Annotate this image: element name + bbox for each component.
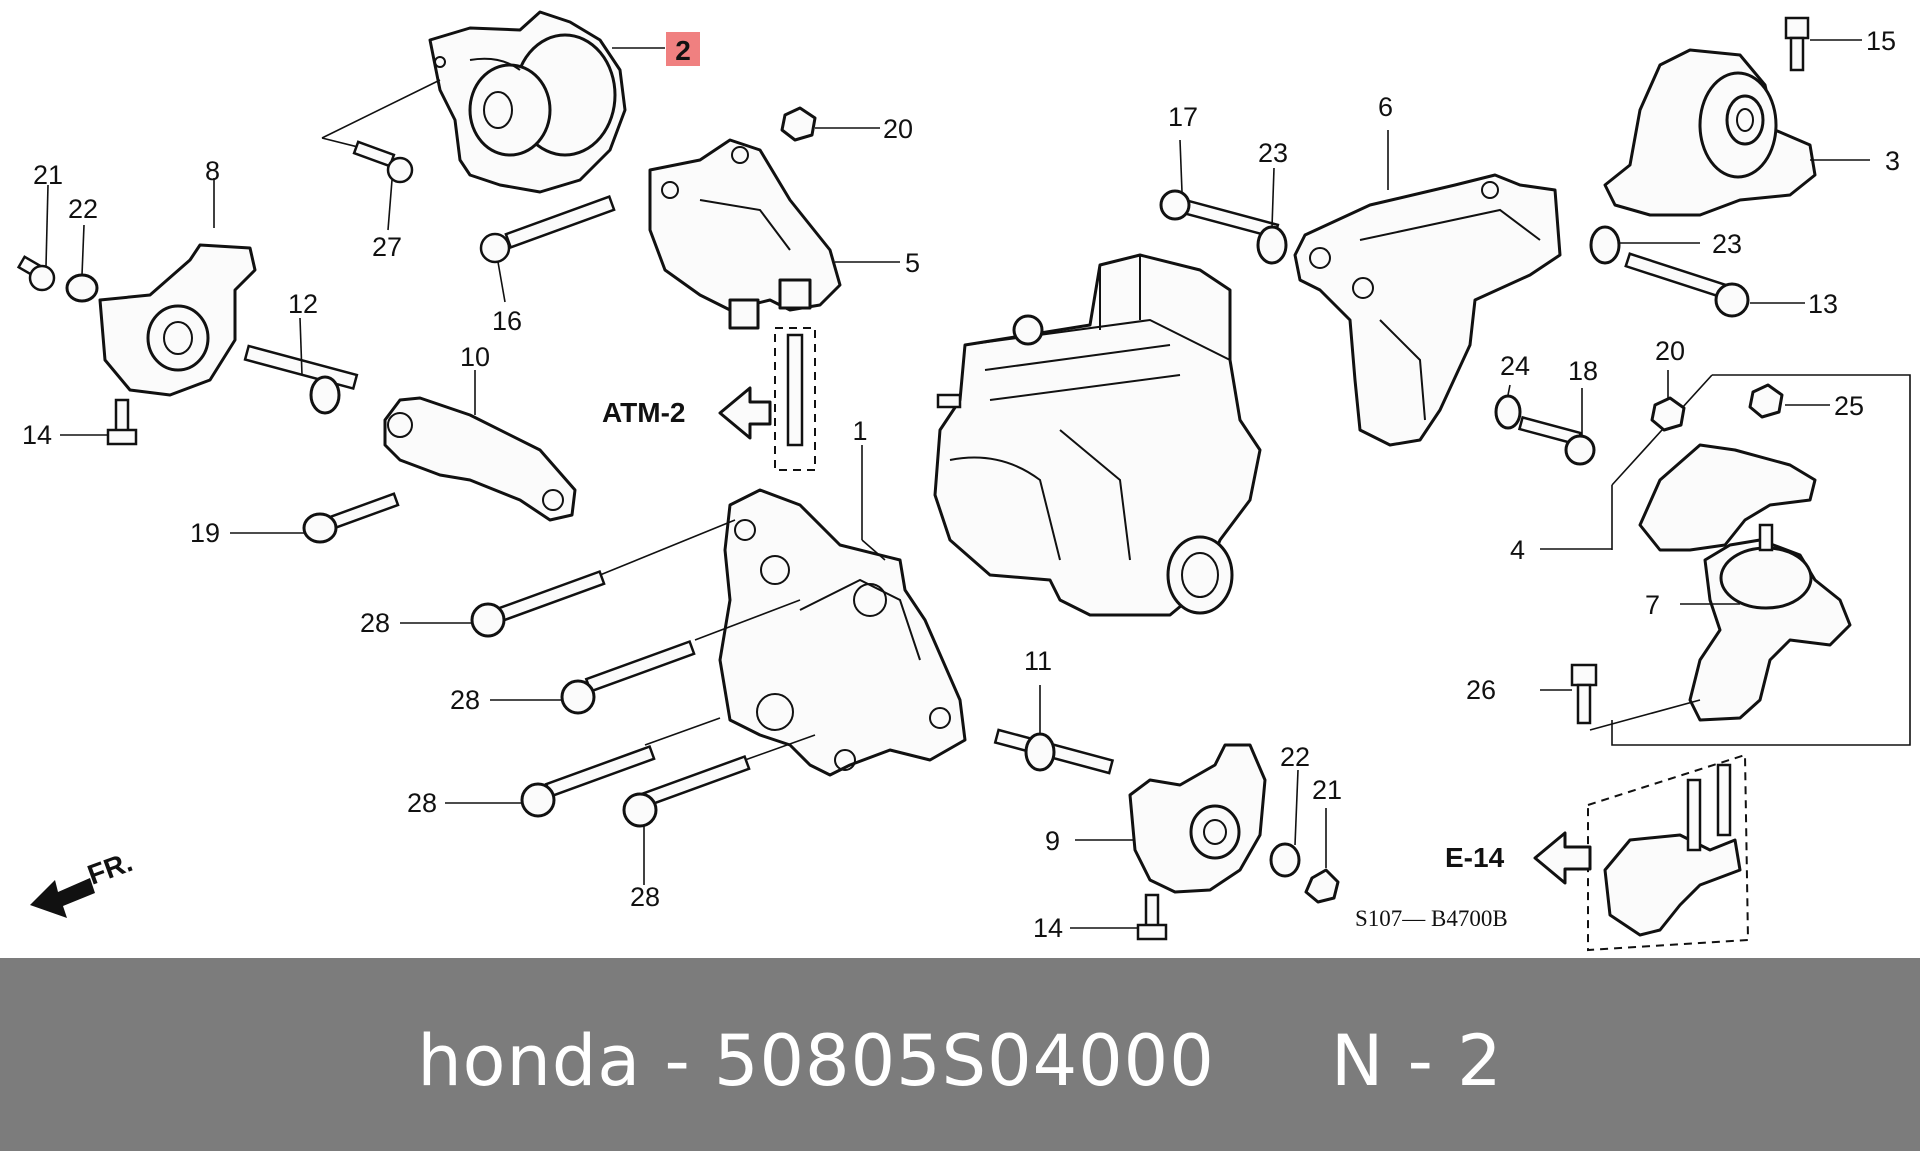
callout-25: 25	[1834, 391, 1864, 421]
callout-28-b: 28	[450, 685, 480, 715]
diagram-code: S107— B4700B	[1355, 906, 1508, 931]
callout-28-a: 28	[360, 608, 390, 638]
bolt-15-drawing	[1784, 16, 1810, 72]
footer-bar	[0, 958, 1920, 1151]
bolt-16-drawing	[479, 195, 616, 264]
part-21-bolt-drawing	[16, 255, 56, 292]
callout-10: 10	[460, 342, 490, 372]
callout-9: 9	[1045, 826, 1060, 856]
atm-stud-box	[774, 327, 816, 471]
callout-23-left: 23	[1258, 138, 1288, 168]
callout-15: 15	[1866, 26, 1896, 56]
callout-11: 11	[1024, 646, 1052, 676]
callout-21-left: 21	[33, 160, 63, 190]
bolt-27-drawing	[352, 140, 414, 184]
bolt-28-d-drawing	[622, 754, 751, 828]
callout-13: 13	[1808, 289, 1838, 319]
callout-12: 12	[288, 289, 318, 319]
bolt-28-b-drawing	[560, 639, 696, 715]
bolt-14-bottom-drawing	[1136, 893, 1168, 941]
part-1-drawing	[718, 488, 967, 777]
callout-19: 19	[190, 518, 220, 548]
washer-23-left-drawing	[1256, 225, 1288, 265]
bolt-18-drawing	[1517, 415, 1596, 466]
part-2-highlight	[666, 32, 700, 66]
nut-20-right-drawing	[1650, 396, 1686, 432]
part-4-outline	[1611, 374, 1911, 746]
part-5-drawing	[648, 106, 842, 330]
part-number-caption: honda - 50805S04000 N - 2	[417, 1020, 1503, 1102]
callout-14-bottom: 14	[1033, 913, 1063, 943]
bolt-11-drawing	[993, 728, 1115, 775]
callout-22-left: 22	[68, 194, 98, 224]
callout-18: 18	[1568, 356, 1598, 386]
callout-8: 8	[205, 156, 220, 186]
front-direction-arrow-icon	[30, 878, 95, 918]
callout-24: 24	[1500, 351, 1530, 381]
washer-23-right-drawing	[1589, 225, 1621, 265]
callout-20-top: 20	[883, 114, 913, 144]
e14-arrow-icon	[1533, 831, 1592, 885]
exploded-view-drawing: 1 2 3 4 5 6 7 8 9 10 11 12 13 14 14 15 1…	[16, 10, 1911, 952]
callout-28-d: 28	[630, 882, 660, 912]
bolt-26-drawing	[1570, 663, 1598, 725]
part-2-drawing	[428, 10, 627, 194]
engine-drawing	[933, 253, 1262, 617]
callout-21-right: 21	[1312, 775, 1342, 805]
nut-25-drawing	[1748, 383, 1784, 419]
stud-drawing	[786, 333, 804, 447]
part-10-drawing	[383, 396, 577, 522]
washer-22-right-drawing	[1269, 842, 1301, 878]
callout-4: 4	[1510, 535, 1525, 565]
callout-27: 27	[372, 232, 402, 262]
part-3-drawing	[1603, 48, 1817, 217]
atm-arrow-icon	[718, 386, 772, 440]
nut-21-right-drawing	[1304, 868, 1340, 904]
callout-7: 7	[1645, 590, 1660, 620]
callout-1: 1	[852, 416, 867, 446]
e14-part-drawing	[1603, 763, 1742, 937]
callout-6: 6	[1378, 92, 1393, 122]
callout-23-right: 23	[1712, 229, 1742, 259]
bolt-28-c-drawing	[520, 744, 656, 818]
callout-26: 26	[1466, 675, 1496, 705]
parts-diagram: 1 2 3 4 5 6 7 8 9 10 11 12 13 14 14 15 1…	[16, 10, 1911, 952]
callout-5: 5	[905, 248, 920, 278]
bolt-13-drawing	[1624, 252, 1750, 318]
callout-14-left: 14	[22, 420, 52, 450]
bolt-14-left-drawing	[106, 398, 138, 446]
bolt-17-drawing	[1159, 189, 1280, 239]
part-8-drawing	[98, 243, 257, 397]
washer-24-drawing	[1494, 394, 1522, 430]
callout-2: 2	[675, 35, 691, 66]
bolt-28-a-drawing	[470, 569, 606, 638]
callout-28-c: 28	[407, 788, 437, 818]
part-9-drawing	[1128, 743, 1267, 894]
callout-16: 16	[492, 306, 522, 336]
callout-17: 17	[1168, 102, 1198, 132]
callout-22-right: 22	[1280, 742, 1310, 772]
part-4-drawing	[1638, 443, 1852, 722]
reference-atm-2: ATM-2	[602, 397, 685, 428]
callout-3: 3	[1885, 146, 1900, 176]
washer-22-drawing	[65, 273, 99, 303]
part-6-drawing	[1293, 173, 1562, 447]
front-direction-label: FR.	[83, 846, 136, 891]
bolt-19-drawing	[302, 492, 400, 544]
reference-e-14: E-14	[1445, 842, 1505, 873]
callout-20-right: 20	[1655, 336, 1685, 366]
